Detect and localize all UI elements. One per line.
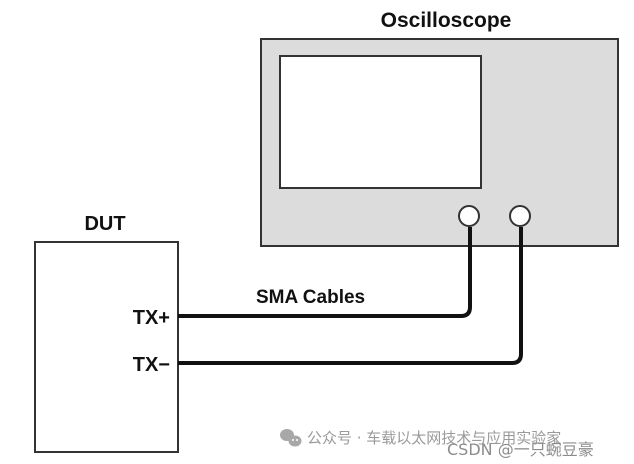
oscilloscope-screen bbox=[279, 55, 482, 189]
channel-1-connector[interactable] bbox=[458, 205, 480, 227]
csdn-watermark: CSDN @一只蜿豆豪 bbox=[447, 440, 594, 459]
dut-box bbox=[34, 241, 179, 453]
pin-tx-minus-label: TX− bbox=[133, 354, 170, 376]
wechat-watermark: 公众号 · 车载以太网技术与应用实验家 bbox=[307, 429, 561, 447]
sma-cables-label: SMA Cables bbox=[256, 287, 365, 308]
sma-cable-tx-plus bbox=[178, 227, 472, 318]
dut bbox=[34, 241, 179, 453]
dut-title: DUT bbox=[84, 213, 125, 235]
sma-cable-tx-minus bbox=[178, 227, 523, 365]
channel-2-connector[interactable] bbox=[509, 205, 531, 227]
oscilloscope bbox=[260, 38, 619, 247]
oscilloscope-title: Oscilloscope bbox=[381, 9, 512, 32]
pin-tx-plus-label: TX+ bbox=[133, 307, 170, 329]
wechat-icon bbox=[280, 429, 302, 447]
